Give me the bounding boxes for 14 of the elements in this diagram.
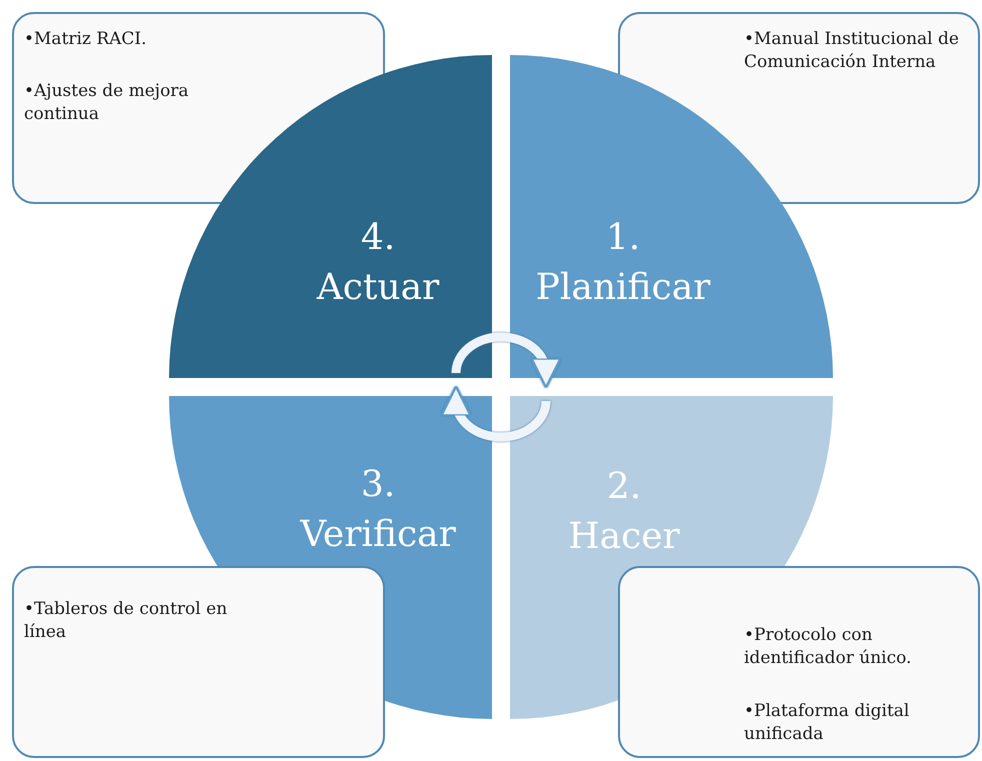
bullet-text: •Protocolo con identificador único.	[744, 624, 912, 670]
bullet-text: •Matriz RACI.	[24, 28, 148, 51]
phase-label: 2. Hacer	[568, 465, 680, 559]
cycle-arrow	[452, 332, 560, 388]
note-card	[12, 566, 385, 758]
bullet-text: •Tableros de control en línea	[24, 598, 228, 644]
bullet-text: •Ajustes de mejora continua	[24, 80, 190, 126]
cycle-arrow	[442, 386, 550, 442]
phase-label: 1. Planificar	[536, 216, 710, 310]
phase-label: 3. Verificar	[300, 463, 456, 557]
note-card	[618, 566, 980, 758]
phase-label: 4. Actuar	[316, 216, 440, 310]
bullet-text: •Plataforma digital unificada	[744, 700, 910, 746]
bullet-text: •Manual Institucional de Comunicación Interna	[744, 28, 960, 74]
